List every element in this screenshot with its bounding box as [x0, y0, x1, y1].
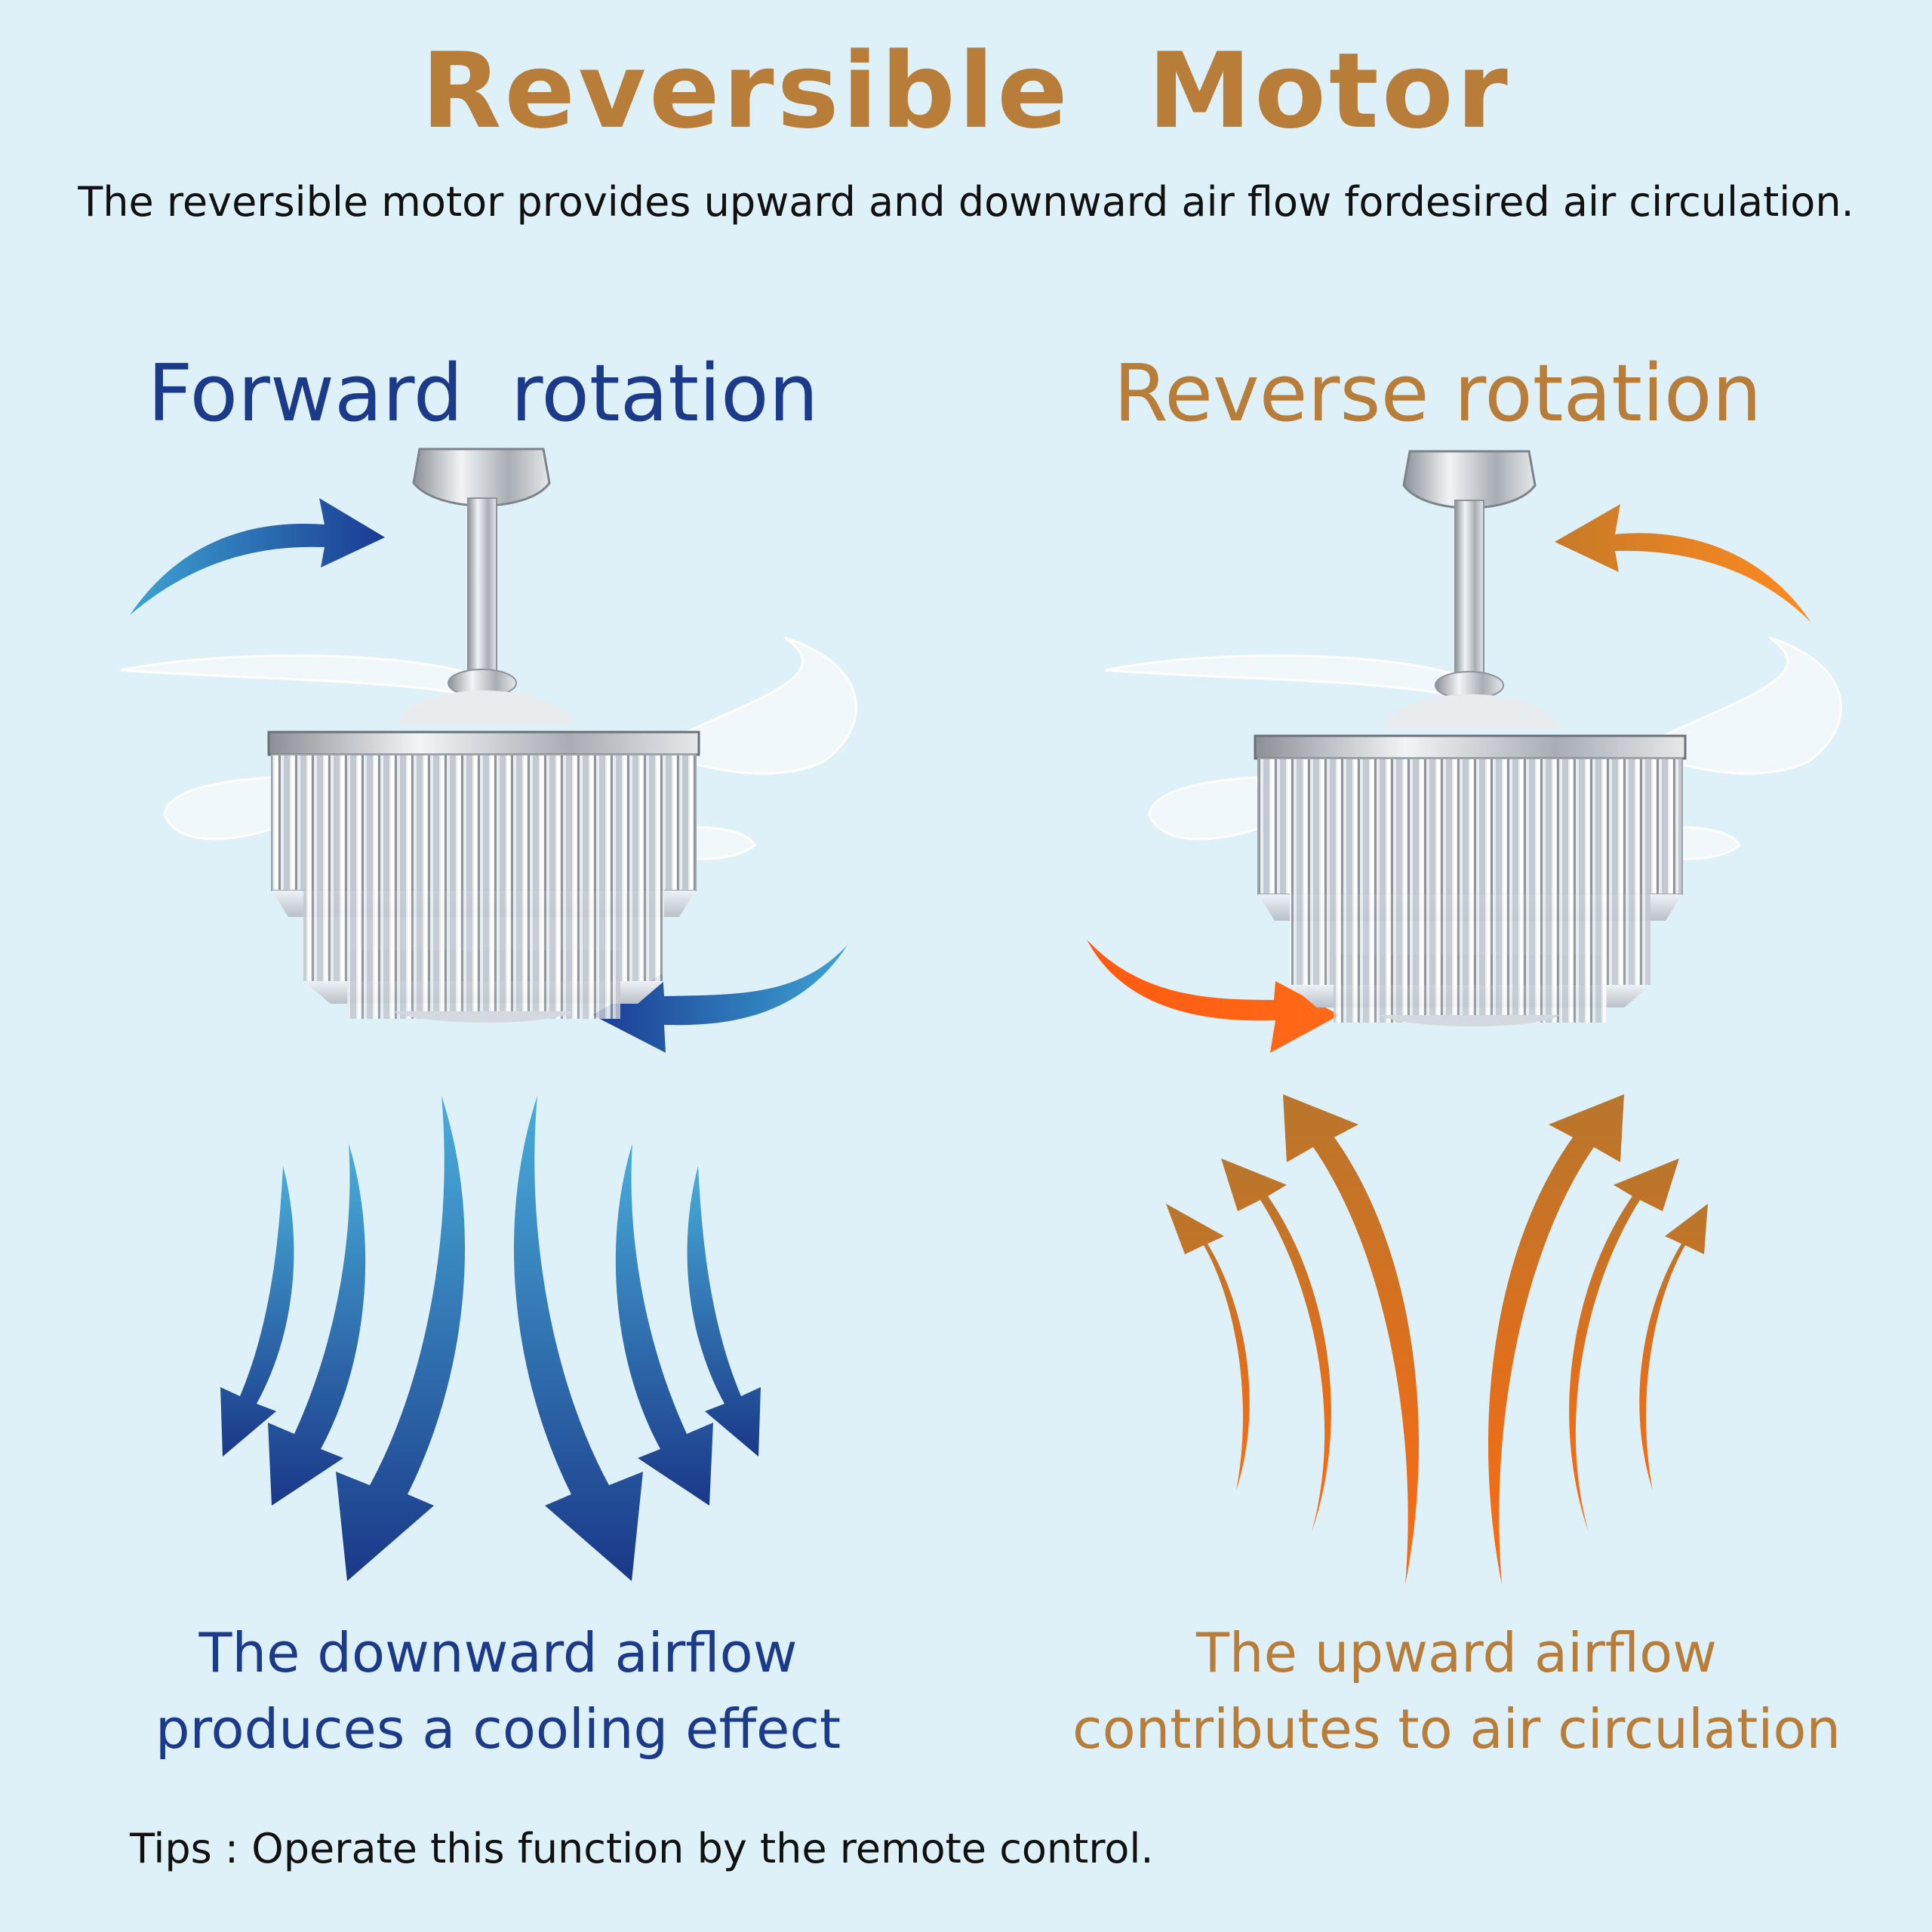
- page-subtitle: The reversible motor provides upward and…: [78, 178, 1854, 226]
- forward-caption-line1: The downward airflow: [198, 1621, 798, 1684]
- up-arrow-icon: [1569, 1158, 1679, 1532]
- upward-airflow-arrows: [1166, 1094, 1708, 1585]
- tips-text: Tips : Operate this function by the remo…: [130, 1825, 1154, 1872]
- reverse-top-arrow-icon: [1555, 504, 1811, 623]
- down-arrow-icon: [220, 1166, 294, 1457]
- up-arrow-icon: [1221, 1158, 1331, 1532]
- up-arrow-icon: [1639, 1204, 1708, 1491]
- reverse-caption: The upward airflow contributes to air ci…: [981, 1615, 1932, 1767]
- page-title: Reversible Motor: [421, 30, 1511, 152]
- down-arrow-icon: [336, 1096, 466, 1581]
- forward-bottom-arrow-icon: [592, 945, 848, 1053]
- down-arrow-icon: [687, 1166, 761, 1457]
- forward-fan-blades: [120, 636, 857, 860]
- down-arrow-icon: [513, 1096, 643, 1581]
- reverse-bottom-arrow-icon: [1087, 940, 1340, 1053]
- up-arrow-icon: [1487, 1094, 1624, 1585]
- reverse-canopy: [1402, 450, 1537, 509]
- reverse-fan: [1087, 450, 1842, 1585]
- forward-rotation-heading: Forward rotation: [147, 347, 819, 439]
- forward-canopy: [412, 448, 551, 507]
- down-arrow-icon: [268, 1143, 366, 1506]
- forward-fan: [120, 448, 857, 1581]
- down-arrow-icon: [615, 1143, 713, 1506]
- forward-caption-line2: produces a cooling effect: [155, 1697, 841, 1761]
- downward-airflow-arrows: [220, 1096, 761, 1581]
- up-arrow-icon: [1283, 1094, 1420, 1585]
- forward-top-arrow-icon: [130, 498, 385, 615]
- forward-caption: The downward airflow produces a cooling …: [45, 1615, 951, 1767]
- reverse-caption-line1: The upward airflow: [1195, 1621, 1718, 1684]
- reverse-rotation-heading: Reverse rotation: [1113, 347, 1762, 439]
- up-arrow-icon: [1166, 1204, 1250, 1491]
- reverse-caption-line2: contributes to air circulation: [1072, 1697, 1841, 1761]
